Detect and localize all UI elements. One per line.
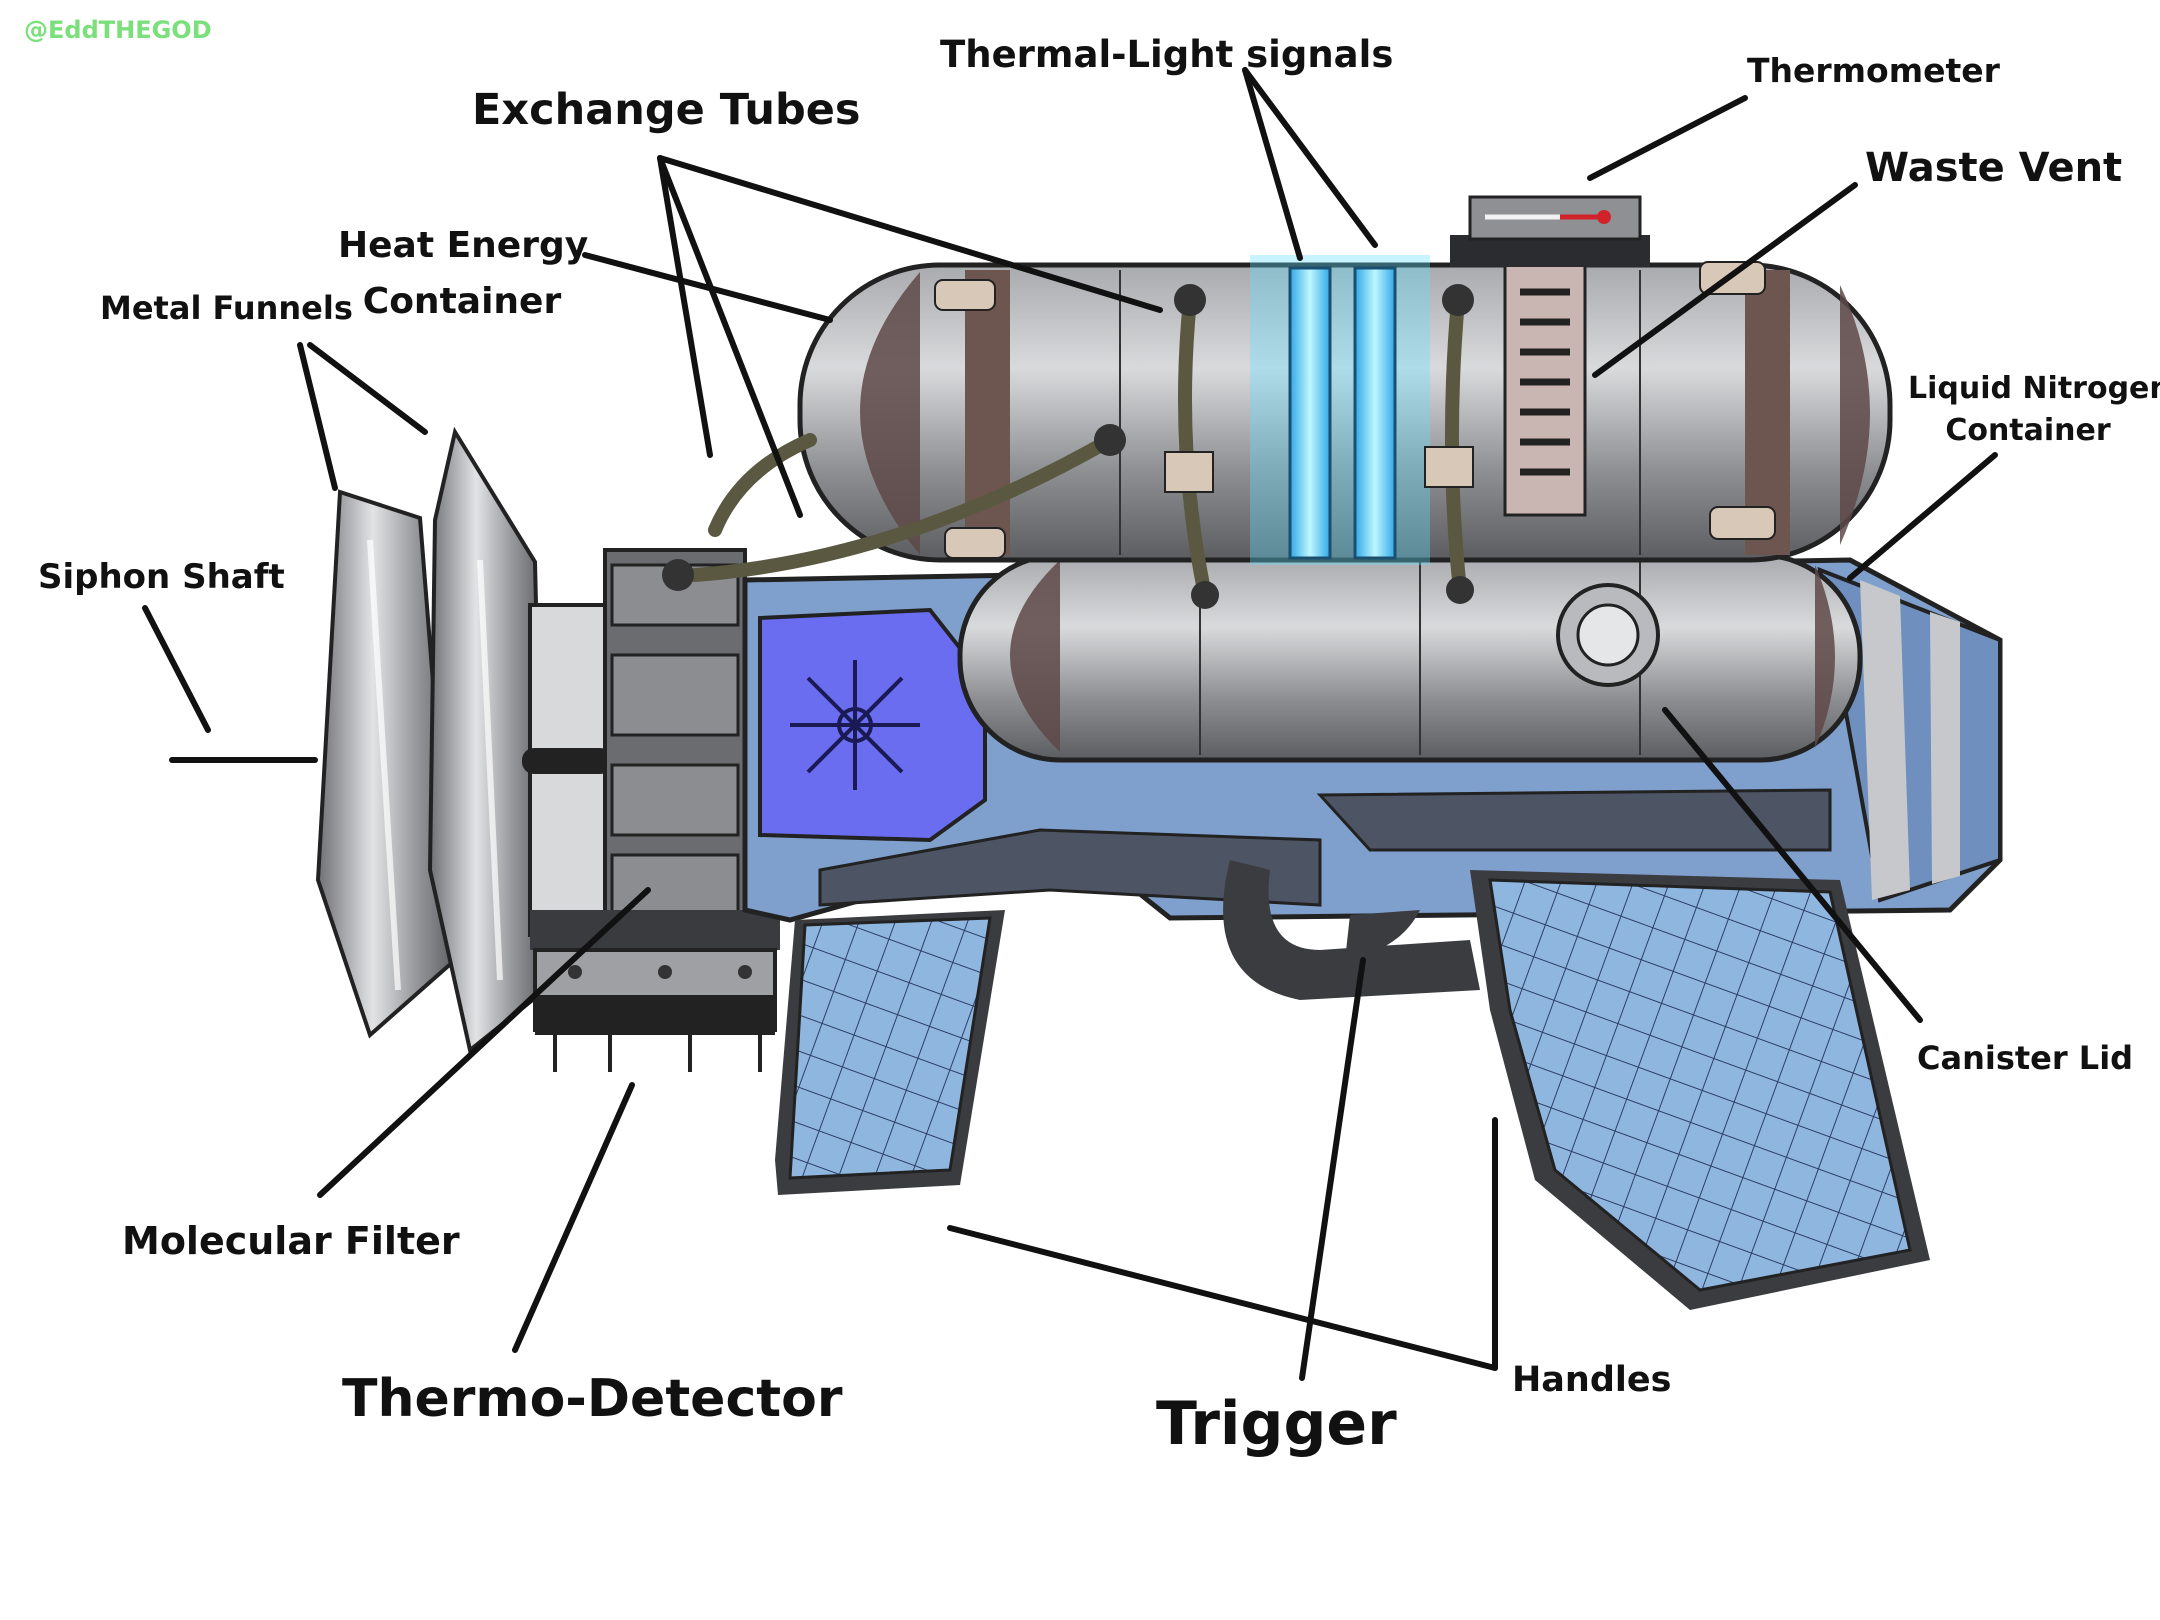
label-thermal-light-signals: Thermal-Light signals — [940, 33, 1394, 76]
molecular-filter — [603, 548, 747, 922]
label-thermometer: Thermometer — [1747, 51, 2000, 90]
label-canister-lid: Canister Lid — [1917, 1039, 2134, 1077]
tube-fittings — [662, 284, 1474, 609]
thermal-light-signals — [1250, 255, 1430, 565]
label-exchange-tubes: Exchange Tubes — [472, 85, 861, 135]
waste-vent — [1503, 263, 1587, 517]
thermo-detector — [530, 910, 780, 1072]
label-waste-vent: Waste Vent — [1865, 145, 2123, 191]
canister-lid — [1556, 583, 1660, 687]
metal-funnels — [315, 426, 548, 1054]
snowflake-panel — [758, 607, 987, 843]
handles — [775, 870, 1930, 1310]
leader-lines — [142, 67, 1998, 1381]
label-trigger: Trigger — [1156, 1389, 1397, 1459]
trigger — [1345, 910, 1420, 960]
label-metal-funnels: Metal Funnels — [100, 289, 353, 327]
trigger-guard — [1223, 860, 1480, 1000]
label-liquid-nitrogen-container: Liquid Nitrogen Container — [1908, 371, 2160, 448]
label-handles: Handles — [1512, 1360, 1672, 1400]
label-thermo-detector: Thermo-Detector — [342, 1369, 843, 1429]
thermometer — [1450, 195, 1650, 267]
label-siphon-shaft: Siphon Shaft — [38, 557, 285, 597]
liquid-nitrogen-container — [957, 552, 1863, 763]
label-heat-energy-container: Heat Energy Container — [338, 225, 589, 322]
watermark: @EddTHEGOD — [24, 16, 212, 44]
label-molecular-filter: Molecular Filter — [122, 1219, 460, 1263]
